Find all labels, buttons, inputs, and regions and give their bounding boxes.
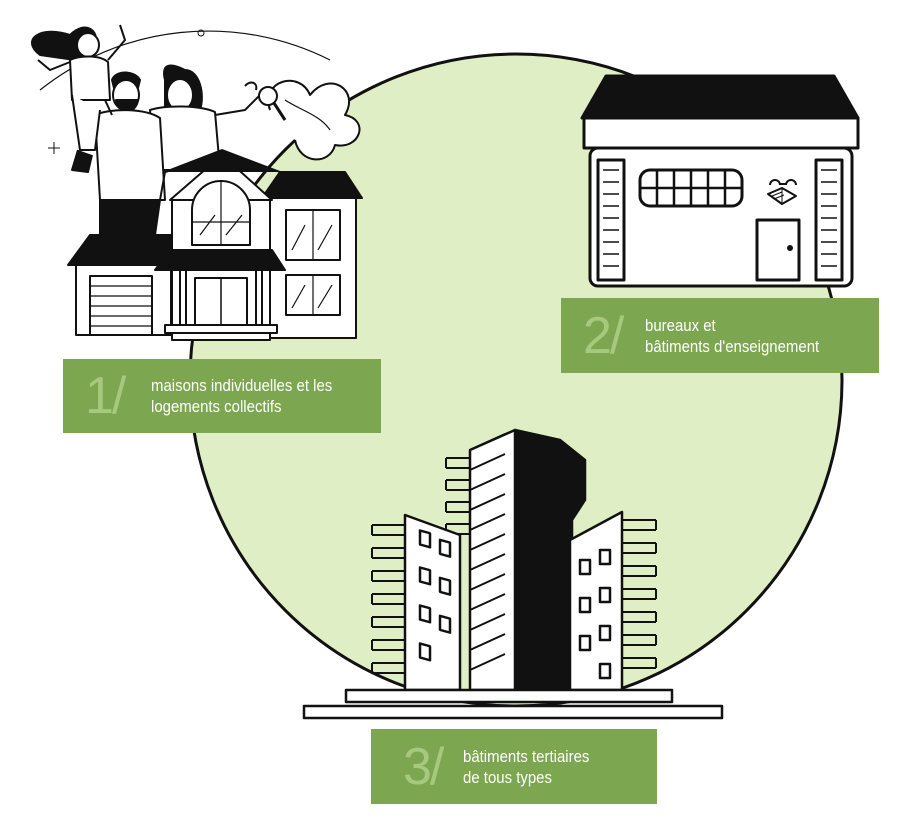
label-box-1: 1/ maisons individuelles et les logement… xyxy=(63,359,381,433)
label-box-3: 3/ bâtiments tertiaires de tous types xyxy=(371,729,657,804)
label-box-2: 2/ bureaux et bâtiments d'enseignement xyxy=(561,298,879,373)
label-text-1: maisons individuelles et les logements c… xyxy=(151,376,333,416)
label-text-2: bureaux et bâtiments d'enseignement xyxy=(645,315,820,356)
label-number-2: 2/ xyxy=(583,306,624,365)
family-house-icon xyxy=(30,24,363,341)
school-office-icon xyxy=(580,74,860,288)
label-text-3: bâtiments tertiaires de tous types xyxy=(463,746,590,787)
skyscrapers-icon xyxy=(302,428,724,720)
sparkle-icon xyxy=(48,142,60,154)
decorative-dot xyxy=(197,29,205,37)
label-number-3: 3/ xyxy=(403,737,444,796)
label-number-1: 1/ xyxy=(85,367,126,425)
